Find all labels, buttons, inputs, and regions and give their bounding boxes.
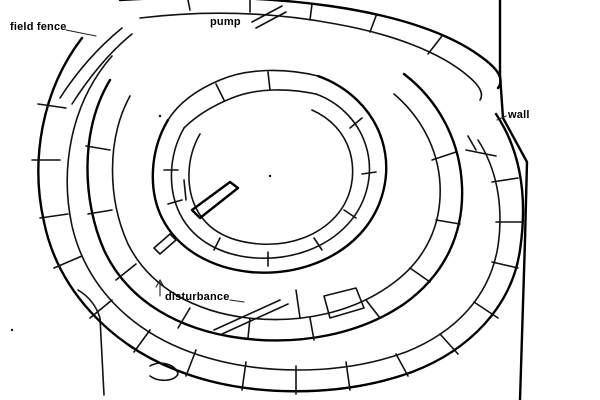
middle-ring bbox=[85, 72, 464, 342]
outer-ring bbox=[31, 36, 525, 395]
label-field-fence: field fence bbox=[10, 21, 67, 33]
label-pump: pump bbox=[210, 16, 241, 28]
top-wall-arc bbox=[118, 0, 502, 101]
interior-features bbox=[149, 135, 497, 382]
inner-ring bbox=[151, 69, 388, 274]
label-wall: wall bbox=[508, 109, 530, 121]
pump-marker bbox=[251, 5, 287, 29]
outer-enclosure bbox=[77, 0, 529, 400]
leader-lines bbox=[65, 29, 507, 303]
scatter-dots bbox=[10, 114, 272, 332]
field-fence-line bbox=[59, 27, 133, 105]
label-disturbance: disturbance bbox=[165, 291, 230, 303]
